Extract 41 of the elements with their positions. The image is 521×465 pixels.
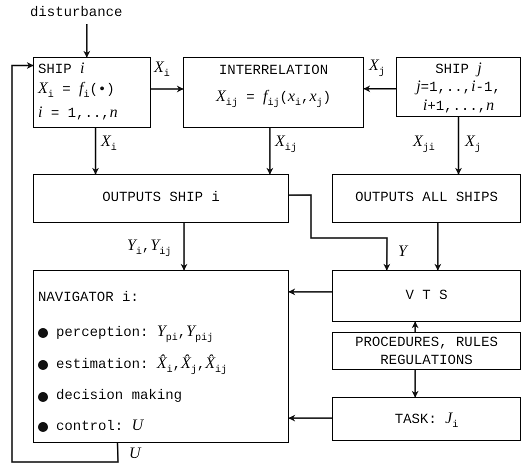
arrow <box>92 128 100 175</box>
box-title: PROCEDURES, RULES REGULATIONS <box>354 334 499 370</box>
box-text: estimation: X̂$_{i}$,X̂$_{j}$,X̂$_{ij}$ <box>56 355 228 378</box>
arrow <box>11 62 119 463</box>
arrow <box>434 223 442 271</box>
box-text: j=1,..,i-1, i+1,...,n <box>414 78 502 116</box>
box-text: decision making <box>56 387 182 405</box>
arrow <box>363 85 396 92</box>
box-title: SHIP i <box>38 60 84 79</box>
process-box <box>33 270 289 443</box>
arrow <box>289 194 390 271</box>
process-box <box>332 397 521 441</box>
box-text: i = 1,..,n <box>38 104 118 123</box>
box-title: OUTPUTS ALL SHIPS <box>354 189 499 207</box>
input-label: disturbance <box>30 4 122 22</box>
arrow <box>412 370 419 398</box>
box-title: SHIP j <box>434 60 483 79</box>
box-text: X$_{i}$ = f$_{i}$(•) <box>38 80 115 103</box>
process-box <box>33 174 289 223</box>
arrow <box>288 414 332 422</box>
process-box <box>396 57 521 117</box>
box-title: INTERRELATION <box>218 62 330 80</box>
box-text: X$_{ij}$ = f$_{ij}$(x$_{i}$,x$_{j}$) <box>214 88 332 111</box>
arrow <box>151 85 184 92</box>
process-box <box>183 57 364 128</box>
process-box <box>332 174 521 223</box>
arrow <box>83 24 90 58</box>
box-title: OUTPUTS SHIP i <box>101 189 221 207</box>
box-title: NAVIGATOR i: <box>38 289 139 307</box>
box-title: TASK: J$_{i}$ <box>394 410 460 433</box>
process-box <box>332 332 521 370</box>
arrow <box>180 223 188 271</box>
arrow <box>455 117 462 175</box>
box-text: perception: Y$_{pi}$,Y$_{pij}$ <box>56 323 214 346</box>
arrow <box>412 321 419 332</box>
arrow <box>266 128 274 175</box>
box-title: V T S <box>404 287 448 305</box>
arrow <box>288 288 332 296</box>
process-box <box>33 57 151 128</box>
box-text: control: U <box>56 417 144 436</box>
process-box <box>332 270 521 322</box>
